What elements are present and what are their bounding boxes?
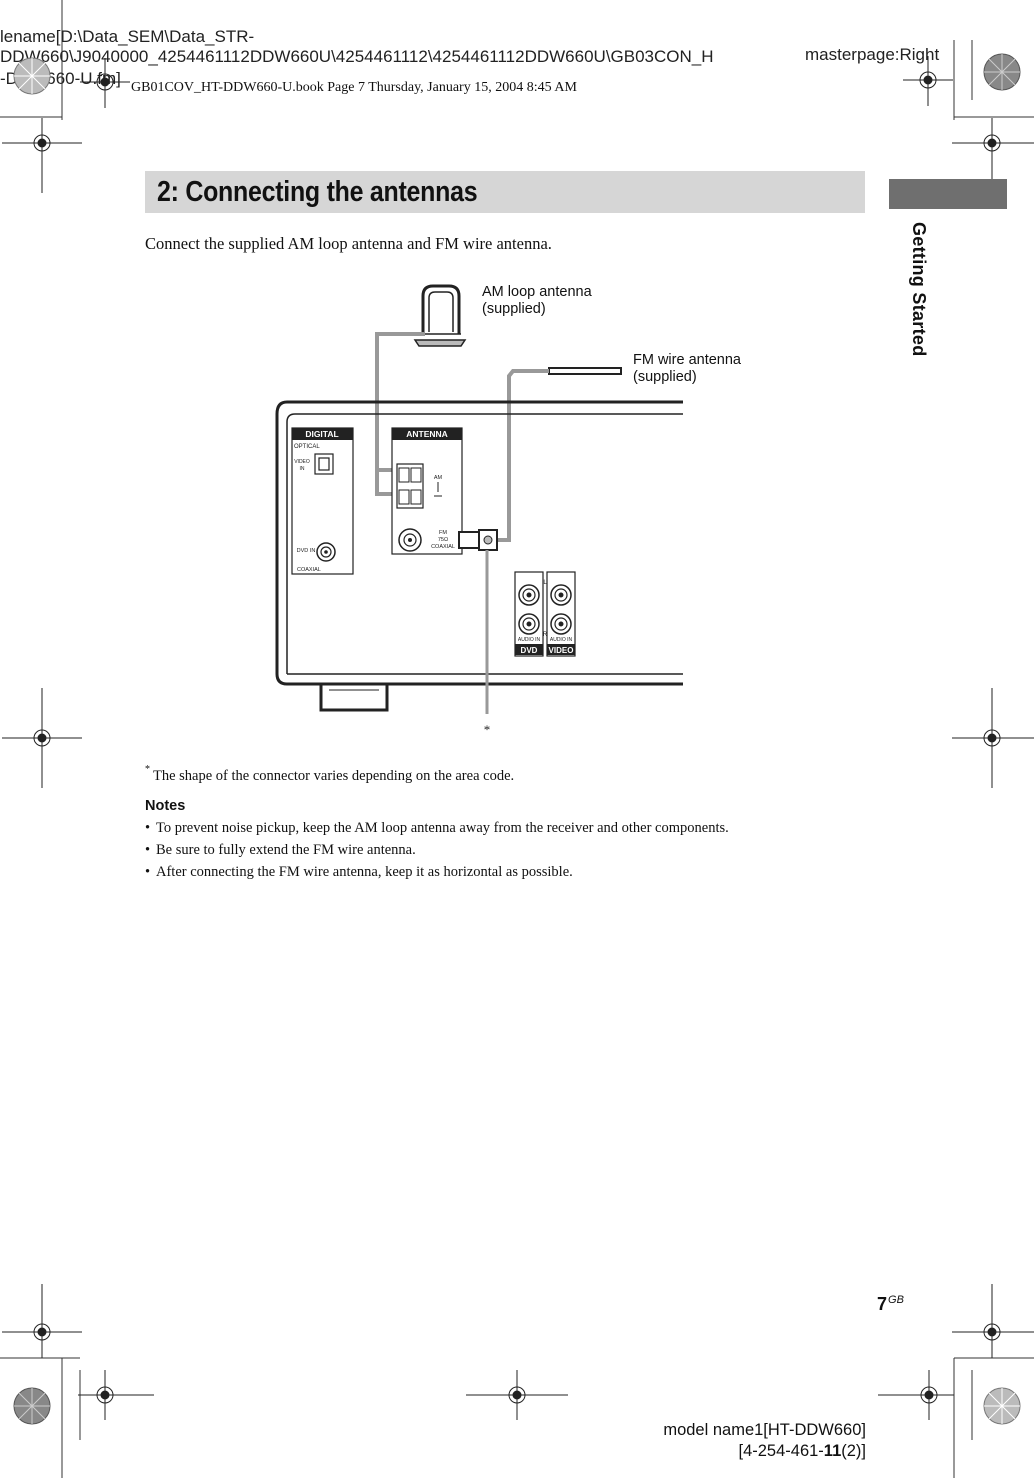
crosshair-target-icon xyxy=(2,688,82,788)
video-label: VIDEO xyxy=(294,459,310,465)
in-label: IN xyxy=(300,466,305,472)
part-number-prefix: [4-254-461- xyxy=(738,1442,824,1460)
section-title-band: 2: Connecting the antennas xyxy=(145,171,865,213)
crosshair-target-icon xyxy=(952,1284,1034,1358)
footnote-mark: * xyxy=(145,764,150,775)
connector-asterisk: * xyxy=(484,722,491,737)
footnote: *The shape of the connector varies depen… xyxy=(145,764,515,785)
masterpage-label: masterpage:Right xyxy=(805,45,940,64)
intro-text: Connect the supplied AM loop antenna and… xyxy=(145,234,552,253)
am-loop-antenna-icon xyxy=(413,284,467,347)
section-title: 2: Connecting the antennas xyxy=(157,176,478,208)
crosshair-target-icon xyxy=(2,118,82,193)
star-target-icon xyxy=(983,53,1021,91)
antenna-connection-diagram: DIGITAL OPTICAL VIDEO IN DVD IN COAXIAL … xyxy=(275,284,683,737)
model-name: model name1[HT-DDW660] xyxy=(663,1421,866,1439)
crosshair-target-icon xyxy=(903,56,953,106)
right-channel-label: R xyxy=(543,632,548,638)
print-filename-line-1: lename[D:\Data_SEM\Data_STR- xyxy=(0,27,255,46)
chapter-tab-marker xyxy=(889,179,1007,209)
am-antenna-callout-line-2: (supplied) xyxy=(482,301,546,317)
part-number-bold: 11 xyxy=(823,1442,842,1460)
crosshair-target-icon xyxy=(78,1370,154,1420)
fm-coaxial-label: COAXIAL xyxy=(431,544,455,550)
crosshair-target-icon xyxy=(80,58,130,108)
video-input-label: VIDEO xyxy=(549,646,574,655)
dvd-in-label: DVD IN xyxy=(297,548,316,554)
note-text: After connecting the FM wire antenna, ke… xyxy=(156,864,573,880)
page-number-value: 7 xyxy=(877,1294,888,1314)
print-filename-line-2: DDW660\J9040000_4254461112DDW660U\425446… xyxy=(0,47,714,66)
digital-label: DIGITAL xyxy=(305,429,338,439)
fm-antenna-callout-line-1: FM wire antenna xyxy=(633,352,741,368)
book-info: GB01COV_HT-DDW660-U.book Page 7 Thursday… xyxy=(131,80,577,95)
ohm-label: 75Ω xyxy=(438,537,448,543)
antenna-label: ANTENNA xyxy=(406,429,448,439)
star-target-icon xyxy=(13,1387,51,1425)
part-number: [4-254-461-11(2)] xyxy=(663,1441,866,1462)
crosshair-target-icon xyxy=(466,1370,568,1420)
left-channel-label: L xyxy=(543,580,547,586)
am-label: AM xyxy=(434,475,443,481)
note-text: Be sure to fully extend the FM wire ante… xyxy=(156,842,416,858)
crosshair-target-icon xyxy=(952,688,1034,788)
audio-in-label-video: AUDIO IN xyxy=(550,637,573,643)
note-item: •After connecting the FM wire antenna, k… xyxy=(145,864,573,880)
model-info: model name1[HT-DDW660] [4-254-461-11(2)] xyxy=(663,1420,866,1462)
note-text: To prevent noise pickup, keep the AM loo… xyxy=(156,820,729,836)
fm-label: FM xyxy=(439,530,447,536)
dvd-input-label: DVD xyxy=(521,646,538,655)
notes-heading: Notes xyxy=(145,798,186,814)
part-number-suffix: (2)] xyxy=(841,1442,866,1460)
crosshair-target-icon xyxy=(2,1284,82,1358)
chapter-side-label: Getting Started xyxy=(909,222,929,357)
notes-list: •To prevent noise pickup, keep the AM lo… xyxy=(145,818,729,884)
audio-in-label-dvd: AUDIO IN xyxy=(518,637,541,643)
page-number-suffix: GB xyxy=(888,1294,904,1306)
page-number: 7GB xyxy=(877,1294,904,1315)
am-antenna-callout-line-1: AM loop antenna xyxy=(482,284,592,300)
note-item: •Be sure to fully extend the FM wire ant… xyxy=(145,842,416,858)
star-target-icon xyxy=(13,57,51,95)
optical-label: OPTICAL xyxy=(294,444,320,450)
crosshair-target-icon xyxy=(878,1370,954,1420)
coaxial-label: COAXIAL xyxy=(297,567,321,573)
footnote-text: The shape of the connector varies depend… xyxy=(153,767,515,784)
star-target-icon xyxy=(983,1387,1021,1425)
fm-antenna-callout-line-2: (supplied) xyxy=(633,369,697,385)
note-item: •To prevent noise pickup, keep the AM lo… xyxy=(145,820,729,836)
